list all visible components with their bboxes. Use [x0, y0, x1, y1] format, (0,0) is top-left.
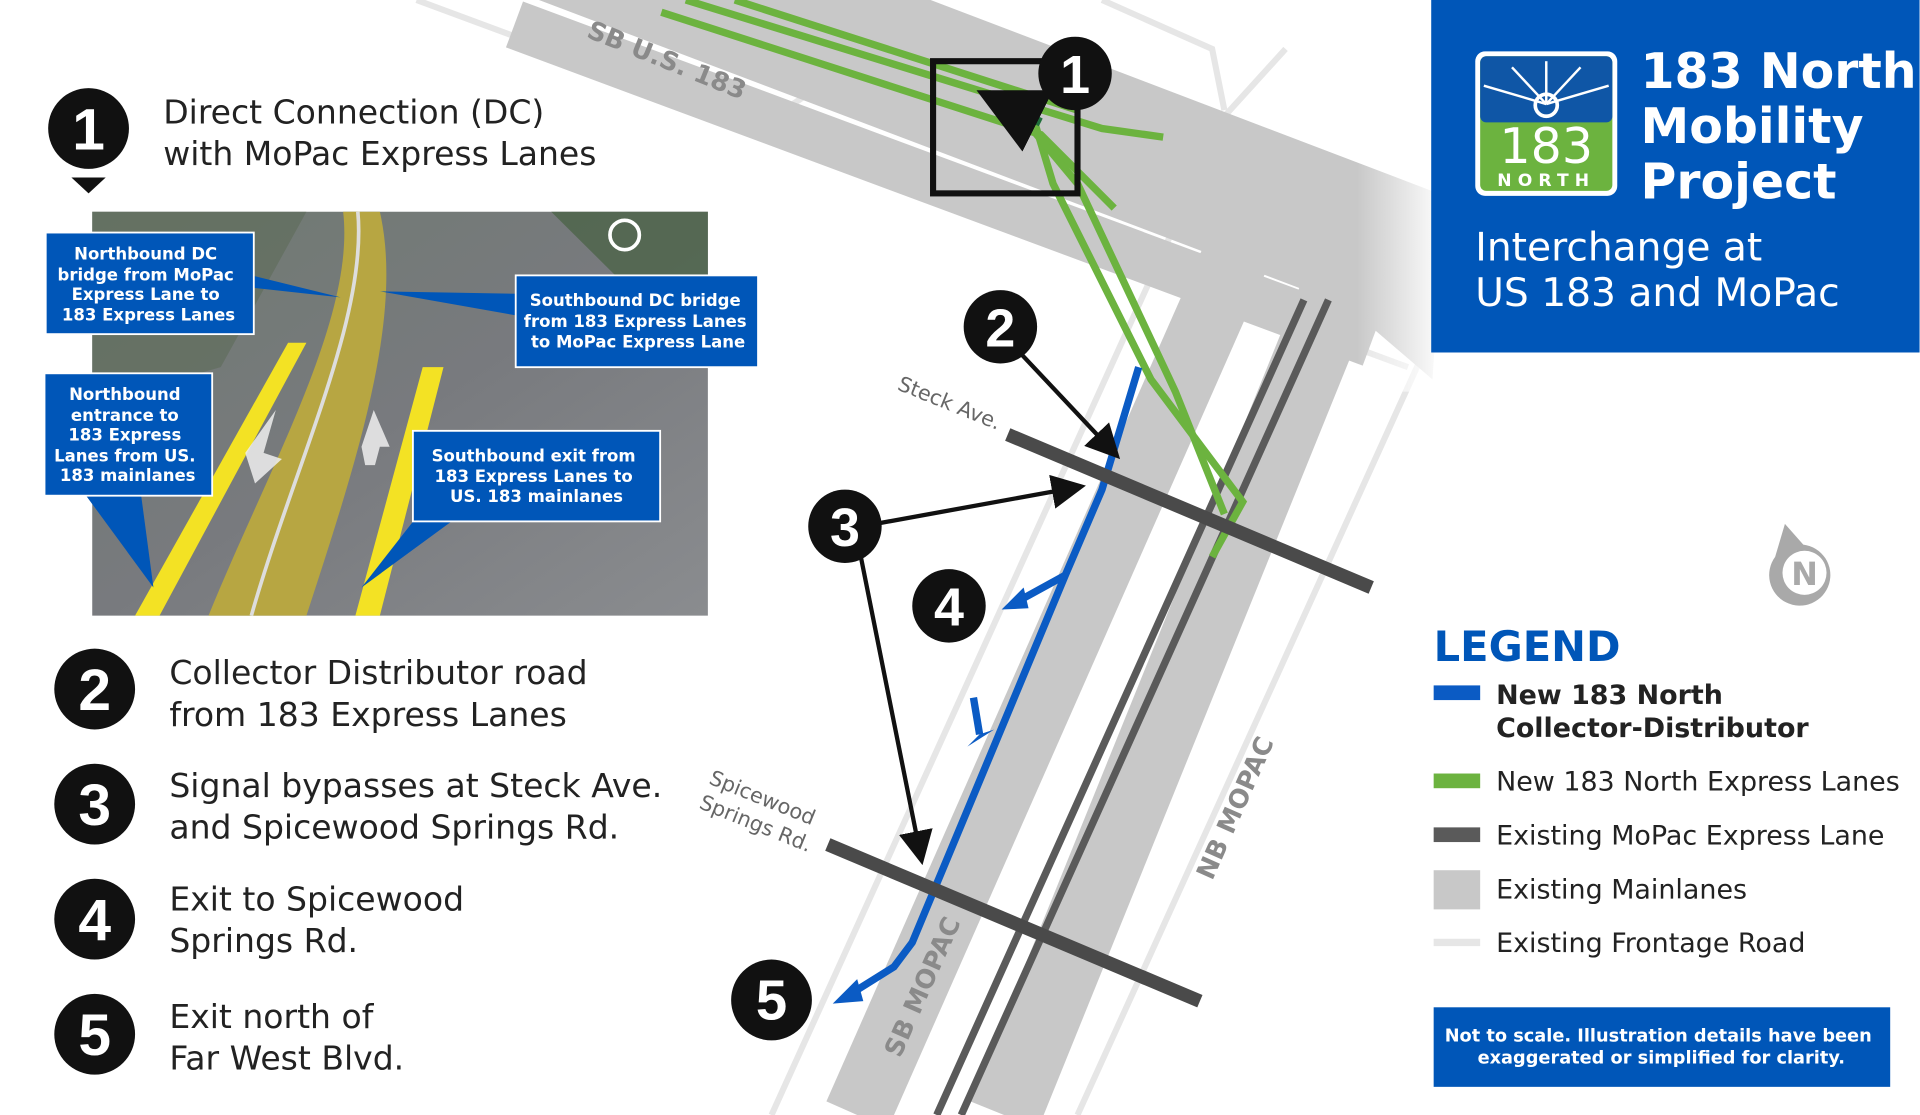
- svg-text:1: 1: [1060, 45, 1090, 105]
- map-callout-2: 2: [963, 290, 1038, 364]
- svg-text:3: 3: [78, 773, 111, 838]
- svg-text:Existing Frontage Road: Existing Frontage Road: [1496, 928, 1805, 959]
- pin-1-icon: 1: [48, 88, 129, 194]
- legend-item-mopac-express: Existing MoPac Express Lane: [1433, 821, 1884, 852]
- legend-item-express: New 183 North Express Lanes: [1433, 767, 1900, 798]
- mopac-express-lanes: [933, 298, 1332, 1115]
- project-title: 183 North Mobility Project: [1641, 43, 1920, 210]
- svg-text:New 183 North Express Lanes: New 183 North Express Lanes: [1496, 767, 1900, 798]
- photo-callout-sb-dc: Southbound DC bridge from 183 Express La…: [379, 274, 759, 369]
- north-arrow-icon: N: [1769, 523, 1831, 606]
- svg-text:Existing MoPac Express Lane: Existing MoPac Express Lane: [1496, 821, 1884, 852]
- map-callout-3: 3: [808, 489, 882, 564]
- nb-mopac-label: NB MOPAC: [1191, 732, 1280, 884]
- map: SB U.S. 183 Steck Ave. Spicewood Springs…: [415, 0, 1448, 1115]
- svg-text:Southbound exit from 183: Southbound exit from 183 Express Lanes t…: [432, 446, 642, 505]
- dc-highlight-box: [930, 58, 1081, 197]
- legend-title: LEGEND: [1434, 622, 1621, 671]
- sb-mopac-mainlanes: [826, 157, 1305, 1115]
- svg-text:Northbound entrance to: Northbound entrance to 183 Express Lanes…: [54, 385, 201, 485]
- photo-callout-nb-dc: Northbound DC bridge from MoPac Express …: [44, 231, 341, 336]
- project-logo: 183 NORTH: [1475, 51, 1618, 196]
- svg-text:5: 5: [756, 969, 787, 1032]
- svg-text:Not to scale. Illustration det: Not to scale. Illustration details have …: [1445, 1027, 1878, 1069]
- svg-text:1: 1: [72, 97, 105, 162]
- item-1: 1 Direct Connection (DC) with MoPac Expr…: [48, 88, 596, 194]
- legend-item-frontage: Existing Frontage Road: [1433, 928, 1805, 959]
- svg-text:4: 4: [934, 577, 964, 637]
- svg-text:2: 2: [78, 658, 111, 723]
- map-callout-1: 1: [1038, 36, 1112, 111]
- dc-arrow: [976, 90, 1054, 152]
- svg-text:2: 2: [985, 298, 1015, 358]
- svg-text:Existing Mainlanes: Existing Mainlanes: [1496, 874, 1747, 905]
- svg-text:5: 5: [78, 1003, 111, 1068]
- steck-ave-bridge: [1005, 428, 1374, 594]
- title-panel: 183 NORTH 183 North Mobility Project Int…: [1431, 0, 1920, 353]
- svg-text:183: 183: [1500, 118, 1593, 175]
- project-subtitle: Interchange at US 183 and MoPac: [1475, 226, 1839, 316]
- map-callout-5: 5: [731, 959, 812, 1041]
- svg-text:3: 3: [830, 498, 860, 558]
- svg-text:Southbound DC bridge fro: Southbound DC bridge from 183 Express La…: [524, 291, 753, 352]
- item-3: 3 Signal bypasses at Steck Ave.and Spice…: [54, 763, 662, 847]
- map-callout-4: 4: [912, 569, 986, 643]
- legend-item-mainlanes: Existing Mainlanes: [1433, 870, 1747, 910]
- scale-note: Not to scale. Illustration details have …: [1433, 1007, 1891, 1087]
- svg-text:N: N: [1791, 555, 1818, 593]
- callout-arrows: [858, 347, 1121, 866]
- svg-text:Northbound DC bridge fro: Northbound DC bridge from MoPac Express …: [58, 244, 240, 324]
- item-1-text: Direct Connection (DC) with MoPac Expres…: [163, 93, 596, 174]
- steck-ave-label: Steck Ave.: [894, 372, 1004, 435]
- spicewood-bridge: [825, 838, 1203, 1008]
- svg-text:NORTH: NORTH: [1497, 171, 1595, 191]
- svg-text:Signal bypasses at Steck Ave.a: Signal bypasses at Steck Ave.and Spicewo…: [169, 766, 662, 847]
- photo-callout-sb-exit: Southbound exit from 183 Express Lanes t…: [361, 429, 662, 588]
- svg-text:4: 4: [78, 888, 111, 953]
